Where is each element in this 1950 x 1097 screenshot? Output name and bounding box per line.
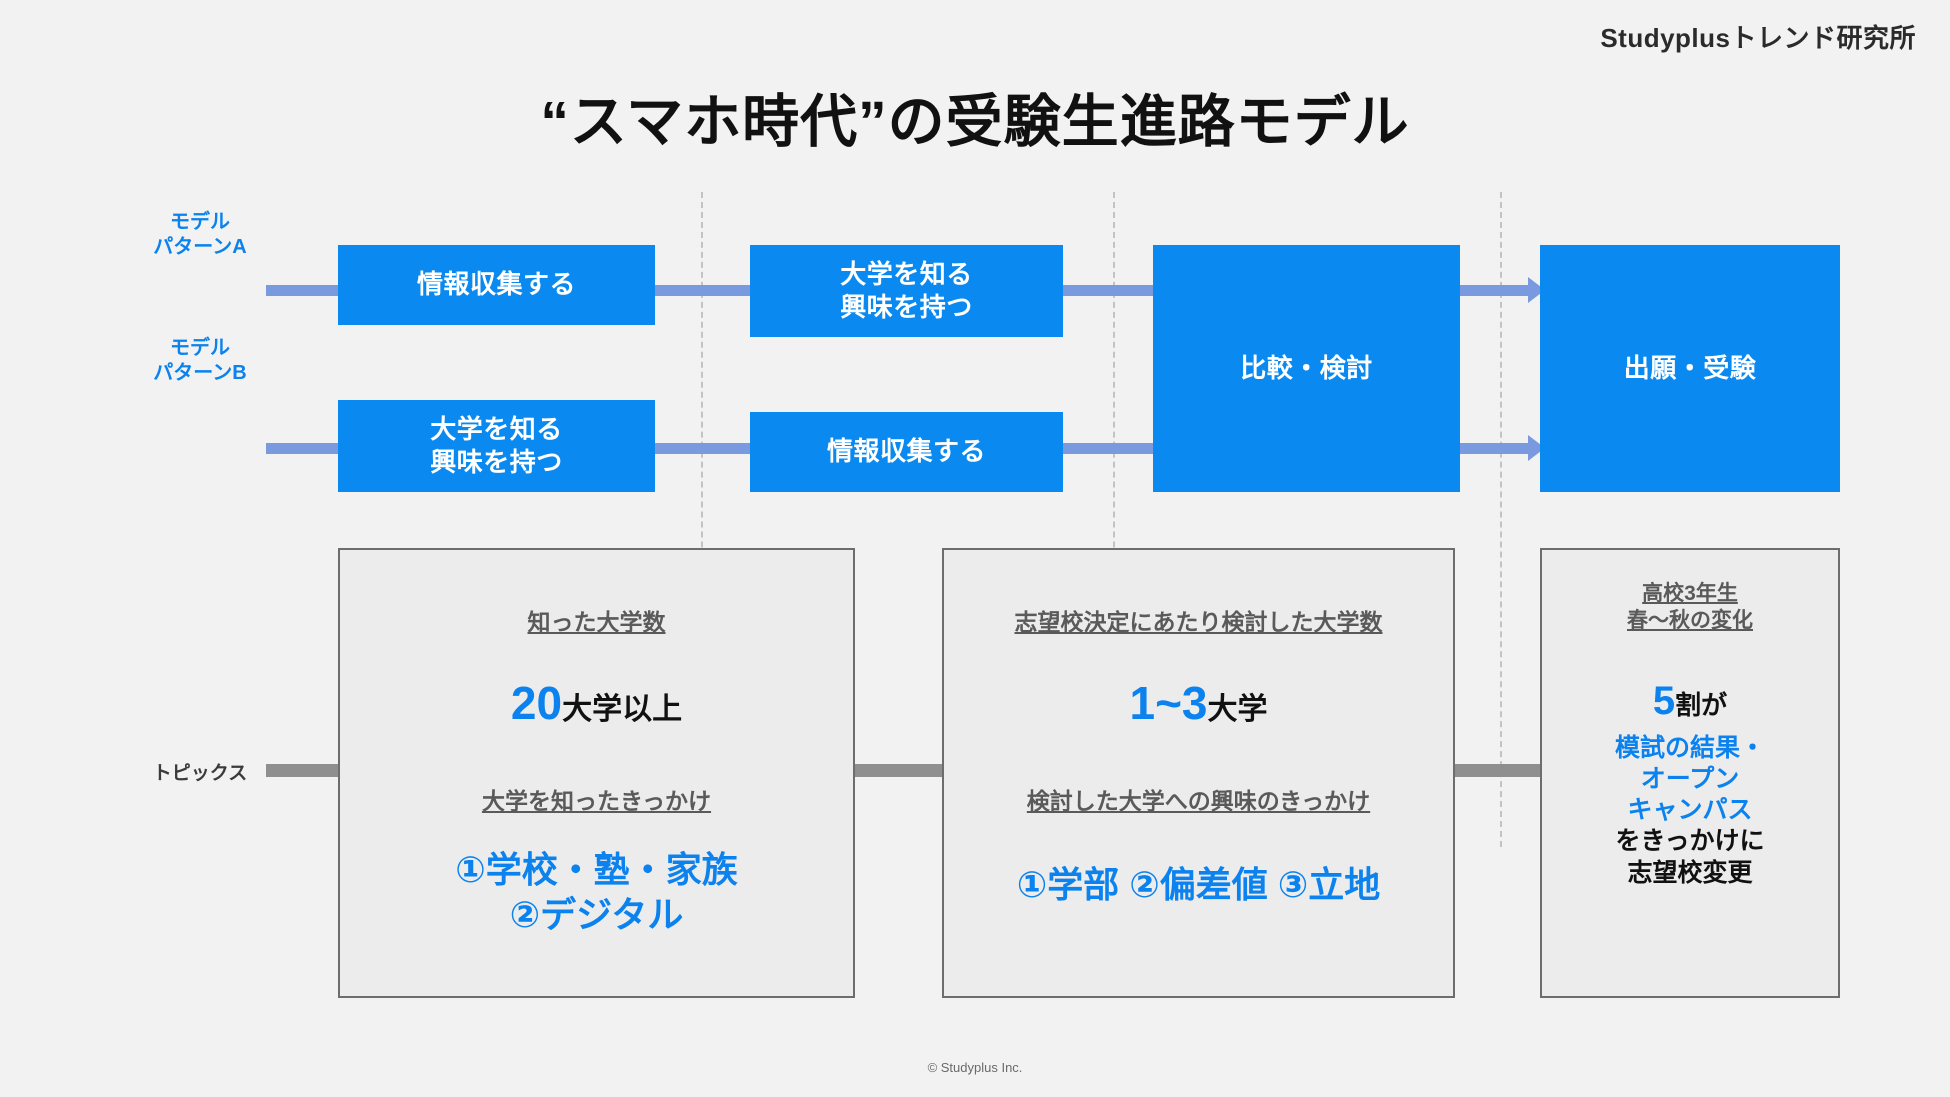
stage-divider-2 — [1113, 192, 1115, 847]
connector-b-box1-to-box2 — [655, 443, 750, 454]
flow-box-compare-label: 比較・検討 — [1240, 352, 1373, 383]
flow-box-a-2[interactable]: 大学を知る 興味を持つ — [750, 245, 1063, 337]
flow-box-a-2-label-line1: 大学を知る — [840, 258, 973, 289]
flow-box-apply[interactable]: 出願・受験 — [1540, 245, 1840, 492]
row-label-topics: トピックス — [152, 763, 248, 784]
flow-box-b-2-label: 情報収集する — [826, 436, 986, 467]
connector-topics-label-to-panel1 — [266, 764, 338, 777]
row-label-pattern-a-line1: モデル — [170, 211, 230, 233]
topic-panel-3[interactable]: 高校3年生 春〜秋の変化 5割が 模試の結果・ オープン キャンパス をきっかけ… — [1540, 548, 1840, 998]
topic-panel-1-value-1: 20大学以上 — [511, 676, 682, 731]
topic-panel-3-list-line3: キャンパス — [1627, 796, 1753, 825]
connector-a-box2-to-compare — [1063, 285, 1153, 296]
topic-panel-3-value: 5割が — [1653, 677, 1727, 725]
topic-panel-2[interactable]: 志望校決定にあたり検討した大学数 1~3大学 検討した大学への興味のきっかけ ①… — [942, 548, 1455, 998]
connector-b-box2-to-compare — [1063, 443, 1153, 454]
topic-panel-3-tail-line1: をきっかけに — [1615, 827, 1765, 856]
connector-b-label-to-box1 — [266, 443, 338, 454]
topic-panel-3-tail-line2: 志望校変更 — [1627, 858, 1753, 887]
row-label-pattern-b-line1: モデル — [170, 337, 230, 359]
topic-panel-1-heading-1: 知った大学数 — [527, 609, 666, 635]
connector-a-compare-to-apply — [1460, 285, 1528, 296]
topic-panel-2-value-1-unit: 大学 — [1207, 692, 1268, 726]
topic-panel-3-heading-line2: 春〜秋の変化 — [1627, 609, 1753, 633]
row-label-pattern-b: モデル パターンB — [130, 336, 270, 386]
row-label-pattern-a: モデル パターンA — [130, 210, 270, 260]
topic-panel-1-list-item-1: ①学校・塾・家族 — [455, 848, 738, 890]
stage-divider-3 — [1500, 192, 1502, 847]
brand-logo-text: Studyplusトレンド研究所 — [1600, 23, 1916, 53]
connector-a-label-to-box1 — [266, 285, 338, 296]
topic-panel-2-value-1: 1~3大学 — [1129, 676, 1267, 731]
flow-box-b-1[interactable]: 大学を知る 興味を持つ — [338, 400, 655, 492]
topic-panel-2-list-item-1: ①学部 ②偏差値 ③立地 — [1016, 863, 1381, 905]
connector-topics-panel1-to-panel2 — [855, 764, 942, 777]
row-label-pattern-b-line2: パターンB — [153, 362, 247, 384]
page-title: “スマホ時代”の受験生進路モデル — [540, 90, 1410, 154]
topic-panel-1[interactable]: 知った大学数 20大学以上 大学を知ったきっかけ ①学校・塾・家族 ②デジタル — [338, 548, 855, 998]
row-label-pattern-a-line2: パターンA — [153, 236, 247, 258]
topic-panel-3-list: 模試の結果・ オープン キャンパス をきっかけに 志望校変更 — [1615, 733, 1765, 889]
topic-panel-3-heading-line1: 高校3年生 — [1642, 582, 1738, 605]
topic-panel-1-heading-2: 大学を知ったきっかけ — [481, 788, 712, 815]
topic-panel-2-value-1-number: 1~3 — [1129, 676, 1208, 729]
stage-divider-1 — [701, 192, 703, 847]
flow-box-b-2[interactable]: 情報収集する — [750, 412, 1063, 492]
topic-panel-3-list-line2: オープン — [1640, 764, 1740, 793]
flow-box-apply-label: 出願・受験 — [1623, 352, 1757, 383]
topic-panel-3-list-line1: 模試の結果・ — [1614, 733, 1765, 762]
connector-b-compare-to-apply — [1460, 443, 1528, 454]
flow-box-b-1-label-line2: 興味を持つ — [430, 447, 563, 477]
flow-box-compare[interactable]: 比較・検討 — [1153, 245, 1460, 492]
topic-panel-3-value-unit: 割が — [1675, 689, 1728, 720]
flow-box-a-1-label: 情報収集する — [416, 269, 576, 300]
flow-box-a-2-label-line2: 興味を持つ — [840, 292, 973, 322]
connector-topics-panel2-to-panel3 — [1455, 764, 1540, 777]
topic-panel-2-heading-2: 検討した大学への興味のきっかけ — [1026, 788, 1371, 815]
connector-a-box1-to-box2 — [655, 285, 750, 296]
topic-panel-3-heading: 高校3年生 春〜秋の変化 — [1627, 580, 1753, 635]
flow-box-a-1[interactable]: 情報収集する — [338, 245, 655, 325]
copyright-footer: © Studyplus Inc. — [927, 1060, 1023, 1075]
topic-panel-1-list-item-2: ②デジタル — [509, 893, 684, 935]
topic-panel-2-heading-1: 志望校決定にあたり検討した大学数 — [1014, 609, 1383, 635]
topic-panel-3-value-number: 5 — [1652, 678, 1676, 723]
topic-panel-1-value-1-number: 20 — [510, 676, 563, 729]
topic-panel-2-list: ①学部 ②偏差値 ③立地 — [1017, 862, 1380, 907]
topic-panel-1-list: ①学校・塾・家族 ②デジタル — [455, 847, 737, 937]
flow-box-b-1-label-line1: 大学を知る — [430, 413, 563, 444]
topic-panel-1-value-1-unit: 大学以上 — [562, 692, 683, 726]
